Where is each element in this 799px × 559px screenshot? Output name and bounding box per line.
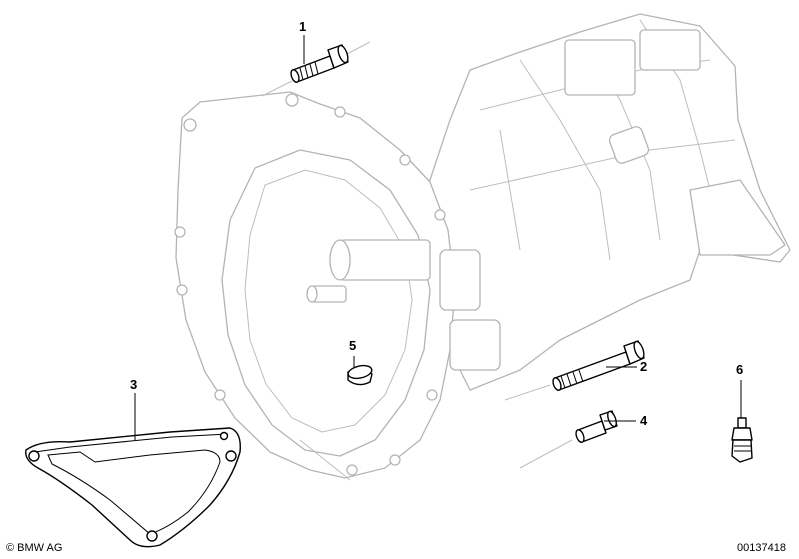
cover-plate-flange [34, 433, 229, 453]
shift-cover [639, 29, 701, 71]
switch-thread [734, 445, 751, 452]
input-shaft [306, 239, 501, 371]
shaft-hub [339, 239, 431, 281]
axis-line [261, 80, 293, 97]
bolt-thread [299, 61, 319, 81]
boss [285, 93, 299, 107]
part-5-bushing [347, 364, 373, 386]
transmission-housing [174, 13, 791, 481]
boss [334, 106, 346, 118]
axis-line [344, 41, 371, 56]
bolt-tip [552, 377, 562, 391]
switch-pin [737, 417, 747, 429]
callout-5: 5 [349, 338, 357, 353]
part-1-bolt [261, 41, 371, 97]
copyright-label: © BMW AG [6, 542, 63, 554]
ref-line [499, 129, 521, 251]
gearbox-detail-5 [469, 139, 736, 191]
boss [346, 464, 358, 476]
part-3-cover-plate [25, 427, 241, 548]
bell-housing-opening [244, 169, 413, 433]
cover-plate-outline [25, 427, 241, 548]
shaft-hub-face [329, 239, 351, 281]
cover-plate-inner [47, 449, 221, 535]
boss [174, 226, 186, 238]
bolt-tip [290, 69, 300, 83]
housing-web [449, 319, 501, 371]
bell-housing-rim [221, 149, 431, 457]
rear-mount [689, 179, 786, 256]
part-4-bolt [519, 410, 618, 469]
release-bearing [439, 249, 481, 311]
boss [389, 454, 401, 466]
axis-line [519, 439, 573, 469]
boss [183, 118, 197, 132]
cover-plate-hole-small [219, 431, 229, 441]
inspection-window [608, 126, 650, 164]
leader-lines [134, 35, 742, 440]
bolt-head-face [607, 410, 617, 428]
housing-bolt-bosses [174, 93, 456, 476]
boss [214, 389, 226, 401]
callout-1: 1 [299, 19, 307, 34]
boss [426, 389, 438, 401]
bolt-shank [554, 351, 631, 391]
bolt-head-face [337, 44, 349, 64]
axis-line [504, 384, 551, 401]
bolt-tip [575, 429, 585, 443]
bushing-top [347, 364, 373, 380]
bolt-thread [560, 369, 584, 389]
part-2-bolt [504, 340, 645, 401]
shaft-stub-face [306, 285, 318, 303]
callout-2: 2 [640, 359, 648, 374]
shift-housing [564, 39, 636, 96]
part-6-switch [731, 417, 753, 463]
ref-line [299, 439, 351, 481]
diagram-number: 00137418 [737, 542, 786, 554]
bolt-head-face [633, 340, 645, 360]
gearbox-detail-1 [519, 59, 611, 261]
callout-4: 4 [640, 413, 648, 428]
cover-plate-hole [225, 450, 237, 462]
cover-plate-hole [146, 530, 158, 542]
cover-plate-hole [28, 450, 40, 462]
switch-nut [731, 427, 753, 441]
boss [434, 209, 446, 221]
boss [399, 154, 411, 166]
callout-6: 6 [736, 362, 744, 377]
boss [176, 284, 188, 296]
callout-3: 3 [130, 377, 138, 392]
